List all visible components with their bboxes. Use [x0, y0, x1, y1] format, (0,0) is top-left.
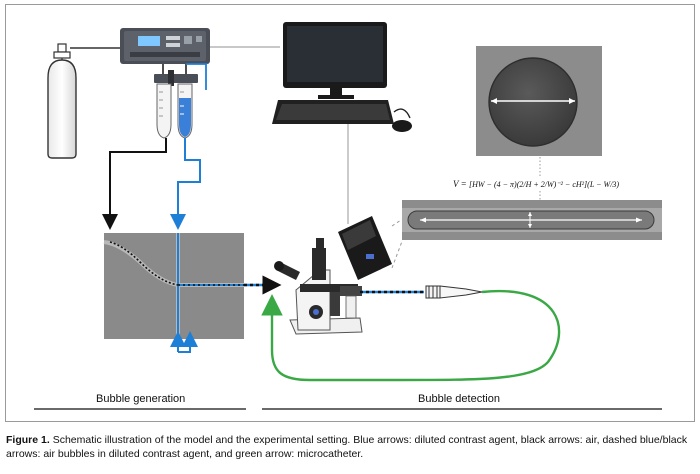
volume-formula-rhs: [HW − (4 − π)(2/H + 2/W)⁻² − cH²](L − W/… [469, 180, 619, 189]
zoom-line-bottom [391, 235, 405, 269]
experimental-setup-diagram: V = [HW − (4 − π)(2/H + 2/W)⁻² − cH²](L … [34, 22, 662, 410]
camera-icon [338, 216, 392, 280]
caption-text: Schematic illustration of the model and … [6, 434, 688, 460]
monitor-icon [283, 22, 387, 99]
microcatheter-arrow [261, 289, 561, 382]
bubble-generation-label: Bubble generation [96, 393, 186, 405]
air-flow-arrow [102, 138, 167, 230]
contrast-return-arrow [178, 331, 198, 353]
figure-caption: Figure 1. Schematic illustration of the … [6, 433, 692, 461]
bubble-detection-label: Bubble detection [418, 393, 500, 405]
microscope-icon [274, 238, 363, 335]
gas-cylinder-icon [47, 43, 77, 159]
contrast-agent-arrow [170, 138, 201, 230]
reservoir-tubes-icon [154, 63, 207, 139]
caption-prefix: Figure 1. [6, 434, 50, 446]
bubble-disc-image [476, 46, 602, 156]
pressure-controller-icon [120, 28, 210, 64]
volume-formula-lhs: V = [453, 179, 467, 189]
mouse-icon [392, 108, 412, 132]
elongated-bubble-image [402, 200, 662, 240]
microfluidic-chip [103, 233, 244, 339]
microcatheter-icon [425, 285, 483, 299]
keyboard-icon [272, 100, 394, 124]
